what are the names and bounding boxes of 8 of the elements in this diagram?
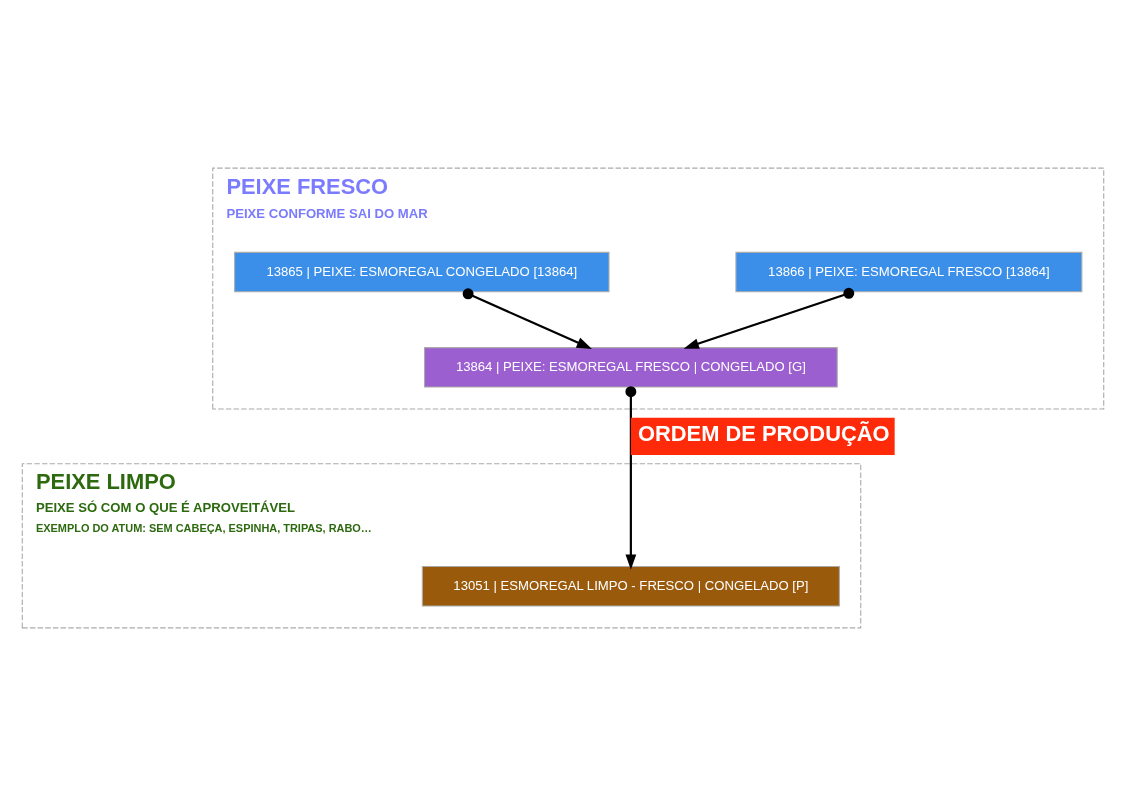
node-box: 13866 | PEIXE: ESMOREGAL FRESCO [13864]	[735, 251, 1083, 293]
arrow	[683, 287, 855, 349]
node-box: 13864 | PEIXE: ESMOREGAL FRESCO | CONGELADO [G]	[424, 347, 838, 388]
edge-label: ORDEM DE PRODUÇÃO	[637, 420, 890, 446]
arrow	[462, 288, 592, 349]
node-box: 13865 | PEIXE: ESMOREGAL CONGELADO [13864]	[234, 251, 610, 293]
node-box: 13051 | ESMOREGAL LIMPO - FRESCO | CONGELADO [P]	[421, 566, 840, 607]
arrow	[625, 386, 637, 570]
